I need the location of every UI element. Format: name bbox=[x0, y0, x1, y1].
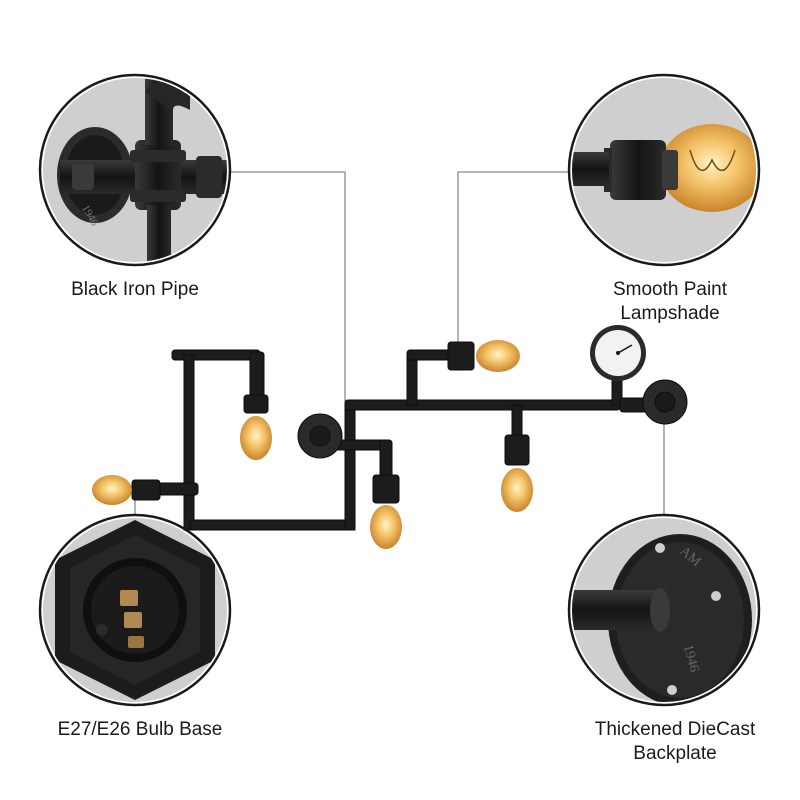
label-black-iron-pipe-text: Black Iron Pipe bbox=[71, 279, 199, 300]
backplate-closeup: AM 1946 bbox=[567, 513, 761, 707]
label-black-iron-pipe: Black Iron Pipe bbox=[40, 278, 230, 302]
label-bulb-base: E27/E26 Bulb Base bbox=[40, 718, 240, 742]
bulb-base-closeup bbox=[38, 513, 232, 707]
bulb-upper-left bbox=[240, 416, 272, 460]
bulb-center bbox=[370, 505, 402, 549]
label-lampshade-line2: Lampshade bbox=[620, 303, 720, 324]
leader-lines bbox=[134, 171, 665, 518]
leader-line-black-iron-pipe bbox=[228, 171, 346, 402]
bulb-mid-right bbox=[501, 468, 533, 512]
label-bulb-base-text: E27/E26 Bulb Base bbox=[57, 719, 223, 740]
leader-line-lampshade bbox=[457, 171, 572, 344]
backplate-embossing-bottom: 1946 bbox=[680, 643, 702, 674]
bulb-left bbox=[92, 475, 132, 505]
label-backplate-line2: Backplate bbox=[633, 743, 717, 764]
label-backplate: Thickened DieCast Backplate bbox=[560, 718, 790, 766]
pressure-gauge bbox=[590, 325, 646, 381]
label-smooth-paint-lampshade: Smooth Paint Lampshade bbox=[570, 278, 770, 326]
label-lampshade-line1: Smooth Paint bbox=[612, 279, 728, 300]
bulb-upper-right bbox=[476, 340, 520, 372]
lampshade-closeup bbox=[567, 73, 761, 267]
edison-bulbs bbox=[92, 340, 533, 549]
black-iron-pipe-closeup: 1946 bbox=[38, 73, 232, 267]
label-backplate-line1: Thickened DieCast bbox=[594, 719, 756, 740]
pipe-wall-lamp bbox=[131, 341, 688, 531]
